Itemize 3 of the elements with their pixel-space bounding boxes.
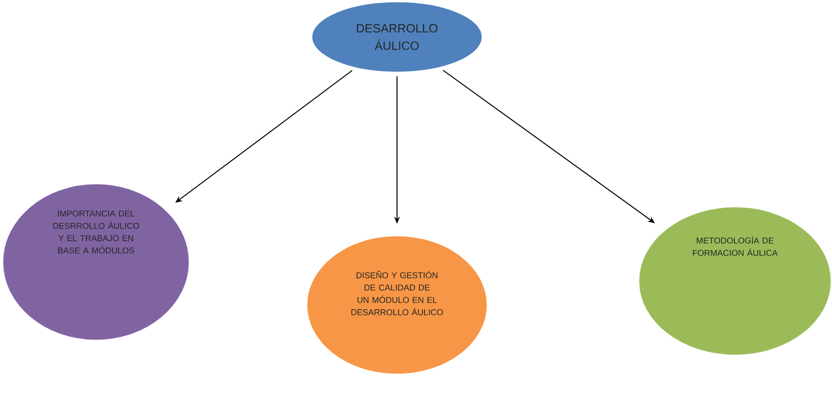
- ellipse-node: METODOLOGÍA DE FORMACION ÁULICA: [636, 204, 832, 358]
- ellipse-node: DISEÑO Y GESTIÓN DE CALIDAD DE UN MÓDULO EN EL DESARROLLO ÁULICO: [304, 234, 490, 376]
- ellipse-node: IMPORTANCIA DEL DESRROLLO ÁULICO Y EL TRABAJO EN BASE A MÓDULOS: [0, 182, 192, 342]
